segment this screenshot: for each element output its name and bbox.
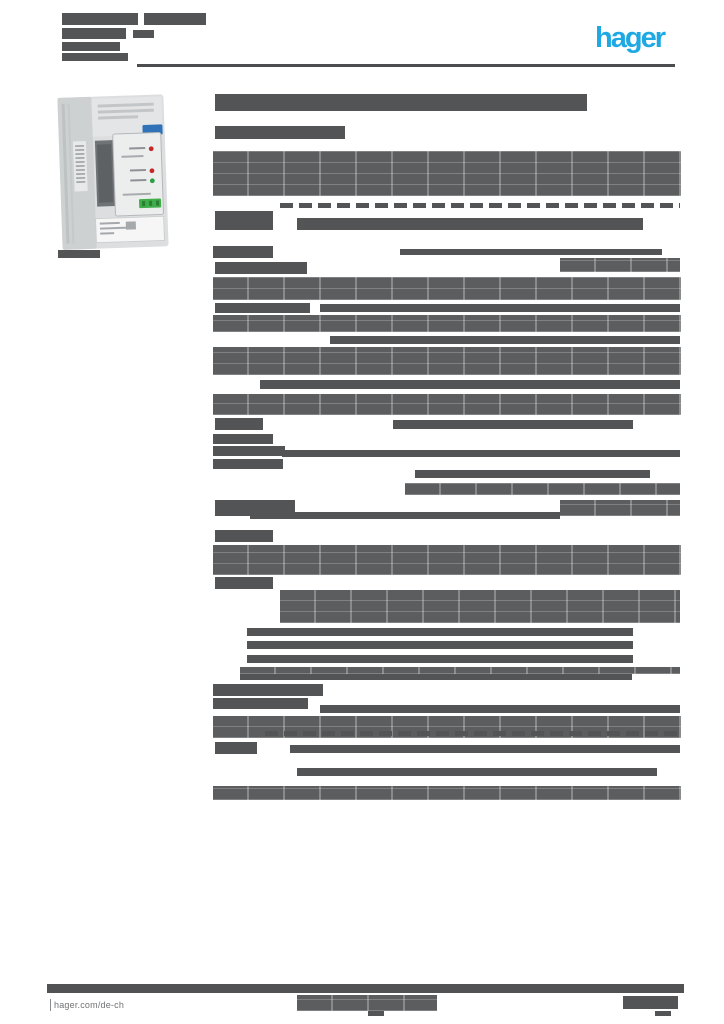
redacted-text-block xyxy=(247,641,633,649)
redacted-text-block xyxy=(368,1011,384,1016)
redacted-text-block xyxy=(320,304,680,312)
redacted-text-block xyxy=(213,459,283,469)
redacted-text-block xyxy=(215,303,310,313)
redacted-text-block xyxy=(240,667,680,674)
redacted-text-block xyxy=(62,42,120,51)
redacted-text-block xyxy=(215,530,273,542)
redacted-text-block xyxy=(250,512,560,519)
website-link[interactable]: hager.com/de-ch xyxy=(54,999,125,1010)
redacted-text-block xyxy=(213,315,681,332)
redacted-text-block xyxy=(213,151,681,196)
redacted-text-block xyxy=(405,483,680,495)
redacted-text-block xyxy=(58,250,100,258)
redacted-text-block xyxy=(280,590,680,623)
redacted-text-block xyxy=(62,53,128,61)
redacted-text-block xyxy=(623,996,678,1009)
redacted-text-block xyxy=(400,249,662,255)
header-divider xyxy=(137,64,675,67)
redacted-text-block xyxy=(215,94,587,111)
redacted-text-block xyxy=(62,13,138,25)
redacted-text-block xyxy=(215,262,307,274)
redacted-text-block xyxy=(240,674,632,680)
redacted-text-block xyxy=(260,380,680,389)
redacted-text-block xyxy=(215,742,257,754)
redacted-text-block xyxy=(247,628,633,636)
redacted-text-block xyxy=(213,434,273,444)
redacted-text-block xyxy=(213,786,681,800)
footer-website-box: hager.com/de-ch xyxy=(50,993,168,1016)
redacted-text-block xyxy=(62,28,126,39)
redacted-text-block xyxy=(320,705,680,713)
redacted-text-block xyxy=(280,203,680,208)
redacted-text-block xyxy=(297,995,437,1011)
redacted-text-block xyxy=(215,577,273,589)
redacted-text-block xyxy=(213,394,681,415)
redacted-text-block xyxy=(247,655,633,663)
redacted-text-block xyxy=(213,684,323,696)
redacted-text-block xyxy=(393,420,633,429)
footer-bar xyxy=(47,984,684,993)
redacted-text-block xyxy=(215,126,345,139)
redacted-text-block xyxy=(282,450,680,457)
redacted-text-block xyxy=(297,768,657,776)
hager-logo: hager xyxy=(595,22,666,54)
product-photo xyxy=(55,86,177,258)
redacted-text-block xyxy=(213,698,308,709)
redacted-text-block xyxy=(144,13,206,25)
redacted-text-block xyxy=(215,211,273,230)
redacted-text-block xyxy=(215,418,263,430)
redacted-text-block xyxy=(330,336,680,344)
redacted-text-block xyxy=(213,545,681,575)
redacted-text-block xyxy=(213,277,681,300)
footer-tick-mark xyxy=(50,998,51,1011)
redacted-text-block xyxy=(297,218,643,230)
redacted-text-block xyxy=(213,446,285,456)
redacted-text-block xyxy=(560,500,680,516)
redacted-text-block xyxy=(560,258,680,272)
redacted-text-block xyxy=(265,731,680,736)
redacted-text-block xyxy=(415,470,650,478)
redacted-text-block xyxy=(213,246,273,258)
redacted-text-block xyxy=(213,347,681,375)
redacted-text-block xyxy=(655,1011,671,1016)
redacted-text-block xyxy=(133,30,154,38)
product-photo-illustration xyxy=(57,94,169,250)
redacted-text-block xyxy=(290,745,680,753)
